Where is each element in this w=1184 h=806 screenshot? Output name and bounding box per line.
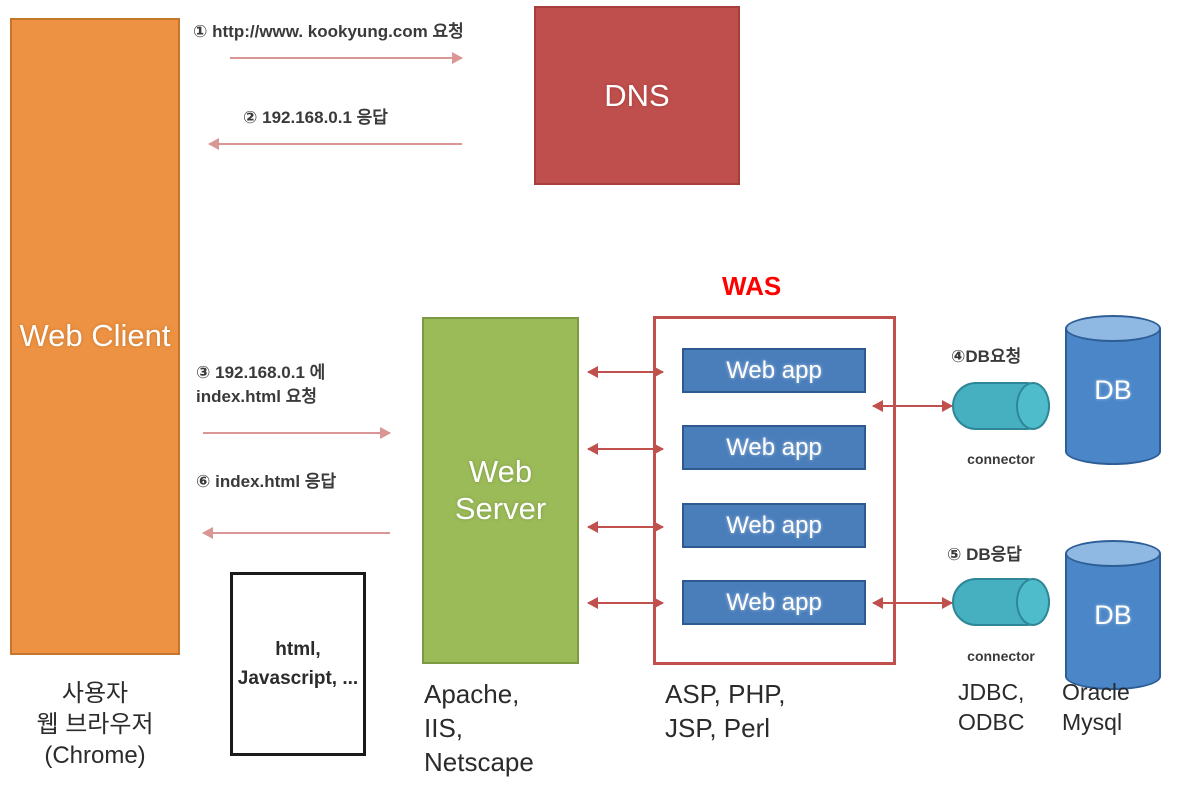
db-vendor-caption: Oracle Mysql [1062, 679, 1130, 735]
flow-6-arrow [202, 527, 390, 539]
node-web-server[interactable]: Web Server [422, 317, 579, 664]
flow-1-arrow [230, 52, 463, 64]
flow-1-label: ① http://www. kookyung.com 요청 [193, 22, 464, 41]
ws-was-arrow-right-4 [588, 597, 664, 609]
node-web-app-2[interactable]: Web app [682, 425, 866, 470]
ws-was-arrow-right-3 [588, 521, 664, 533]
db-2-body [1065, 553, 1161, 677]
db-1-label: DB [1094, 374, 1132, 405]
db-driver-caption: JDBC, ODBC [958, 679, 1025, 735]
node-database-2[interactable]: DB [1065, 540, 1161, 690]
flow-3-label: ③ 192.168.0.1 에 index.html 요청 [196, 363, 326, 407]
node-connector-1[interactable] [952, 382, 1050, 430]
was-caption: ASP, PHP, JSP, Perl [665, 679, 786, 743]
was-db-arrow-right-1 [873, 400, 953, 412]
node-was-container[interactable] [653, 316, 896, 665]
node-web-app-1[interactable]: Web app [682, 348, 866, 393]
connector-2-label: connector [967, 648, 1035, 664]
node-connector-2[interactable] [952, 578, 1050, 626]
node-web-app-4[interactable]: Web app [682, 580, 866, 625]
db-2-top [1065, 540, 1161, 567]
was-title: WAS [722, 271, 782, 301]
web-server-label: Web Server [454, 453, 547, 526]
node-web-app-3[interactable]: Web app [682, 503, 866, 548]
connector-1-label: connector [967, 451, 1035, 467]
client-artifacts-label: html, Javascript, ... [237, 638, 359, 689]
flow-2-arrow [208, 138, 462, 150]
node-client-artifacts[interactable]: html, Javascript, ... [230, 572, 366, 756]
flow-4-label: ④DB요청 [951, 347, 1022, 366]
flow-6-label: ⑥ index.html 응답 [196, 472, 337, 491]
flow-2-label: ② 192.168.0.1 응답 [243, 108, 388, 127]
web-client-caption: 사용자 웹 브라우저 (Chrome) [36, 680, 154, 770]
dns-label: DNS [604, 77, 670, 113]
db-1-top [1065, 315, 1161, 342]
node-web-client[interactable]: Web Client [10, 18, 180, 655]
flow-5-label: ⑤ DB응답 [947, 545, 1022, 564]
was-db-arrow-right-2 [873, 597, 953, 609]
ws-was-arrow-right-1 [588, 366, 664, 378]
web-client-label: Web Client [19, 318, 171, 354]
flow-3-arrow [203, 427, 391, 439]
ws-was-arrow-right-2 [588, 443, 664, 455]
db-2-label: DB [1094, 599, 1132, 630]
web-app-1-label: Web app [726, 356, 822, 384]
node-database-1[interactable]: DB [1065, 315, 1161, 465]
web-app-2-label: Web app [726, 433, 822, 461]
db-1-body [1065, 328, 1161, 452]
node-dns[interactable]: DNS [534, 6, 740, 185]
web-server-caption: Apache, IIS, Netscape [424, 679, 534, 777]
web-app-4-label: Web app [726, 588, 822, 616]
web-app-3-label: Web app [726, 511, 822, 539]
